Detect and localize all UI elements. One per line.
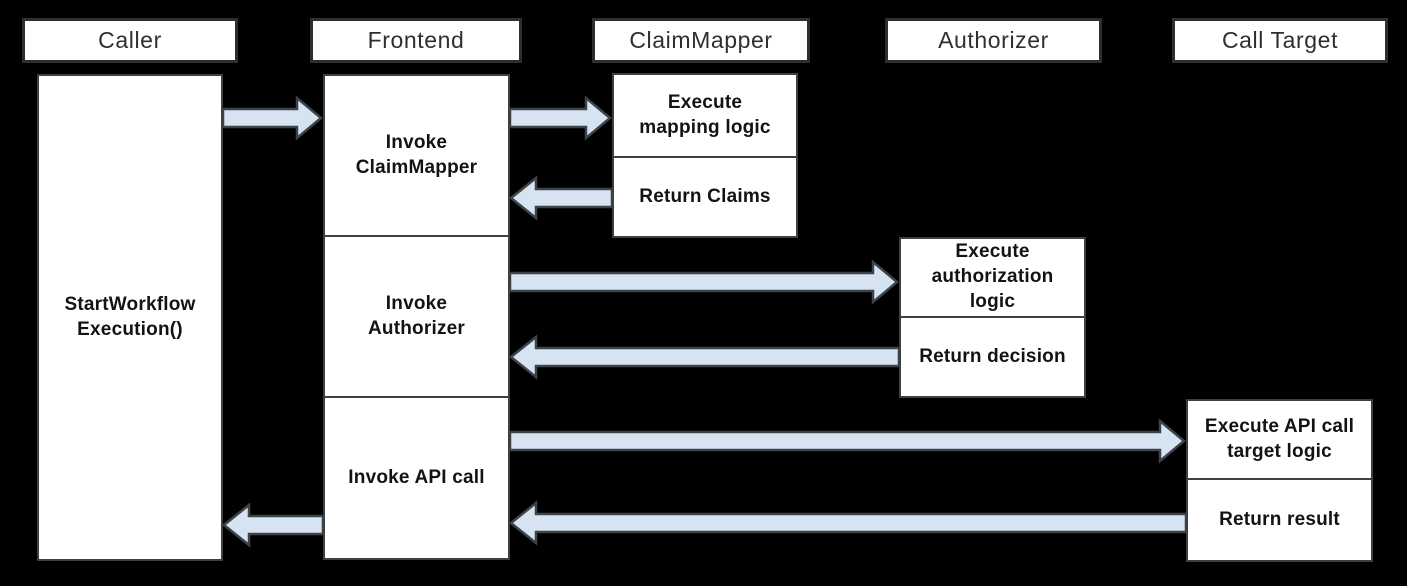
activity-authorizer-return-decision: Return decision [899,316,1086,398]
arrow-frontend-to-authorizer-icon [509,259,899,305]
lifeline-header-call-target: Call Target [1172,18,1388,63]
activity-authorizer-execute-authorization-logic: Execute authorization logic [899,237,1086,318]
lifeline-header-authorizer: Authorizer [885,18,1102,63]
lifeline-header-caller: Caller [22,18,238,63]
activity-frontend-invoke-api-call: Invoke API call [323,396,510,560]
arrow-authorizer-return-to-frontend-icon [508,334,900,380]
arrow-frontend-to-calltarget-icon [509,418,1186,464]
activity-frontend-invoke-claimmapper: Invoke ClaimMapper [323,74,510,237]
arrow-frontend-return-to-caller-icon [221,502,324,548]
arrow-calltarget-return-to-frontend-icon [508,500,1187,546]
activity-calltarget-return-result: Return result [1186,478,1373,562]
arrow-caller-to-frontend-icon [222,95,323,141]
activity-calltarget-execute-api-call-target-logic: Execute API call target logic [1186,399,1373,480]
activity-frontend-invoke-authorizer: Invoke Authorizer [323,235,510,398]
arrow-frontend-to-claimmapper-icon [509,95,612,141]
lifeline-header-claimmapper: ClaimMapper [592,18,810,63]
activity-caller-startworkflowexecution: StartWorkflow Execution() [37,74,223,561]
arrow-claimmapper-return-to-frontend-icon [508,175,613,221]
activity-claimmapper-execute-mapping-logic: Execute mapping logic [612,73,798,158]
activity-claimmapper-return-claims: Return Claims [612,156,798,238]
lifeline-header-frontend: Frontend [310,18,522,63]
